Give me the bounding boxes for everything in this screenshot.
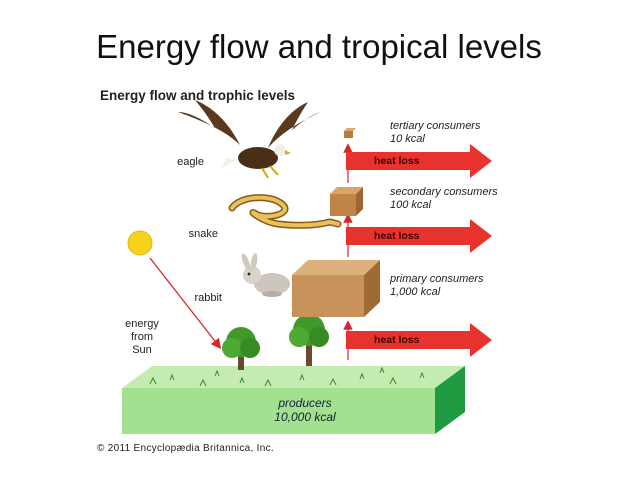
sun-icon — [127, 230, 153, 256]
heat-loss-arrow — [346, 219, 492, 253]
sun-energy-arrow — [149, 257, 222, 350]
level-name: tertiary consumers — [390, 120, 481, 132]
sun-label-line: Sun — [132, 344, 152, 356]
figure-title: Energy flow and trophic levels — [100, 88, 296, 103]
tertiary-energy-box — [344, 128, 356, 138]
tree-icon — [222, 327, 260, 370]
heat-loss-label: heat loss — [374, 155, 420, 167]
eagle-icon — [178, 100, 320, 179]
secondary-energy-box — [330, 187, 363, 216]
tertiary-level-label: tertiary consumers 10 kcal — [390, 120, 480, 146]
level-name: primary consumers — [390, 273, 484, 285]
heat-loss-arrow — [346, 323, 492, 357]
tree-icon — [289, 314, 329, 366]
producers-ground — [122, 366, 465, 434]
level-name: secondary consumers — [390, 186, 498, 198]
heat-loss-label: heat loss — [374, 230, 420, 242]
heat-loss-label: heat loss — [374, 334, 420, 346]
primary-energy-box — [292, 260, 380, 317]
copyright-notice: © 2011 Encyclopædia Britannica, Inc. — [97, 443, 274, 454]
eagle-label: eagle — [177, 156, 204, 168]
slide-title: Energy flow and tropical levels — [96, 28, 542, 65]
heat-loss-arrow — [346, 144, 492, 178]
level-energy: 1,000 kcal — [390, 286, 441, 298]
producers-name: producers — [278, 396, 332, 410]
level-energy: 100 kcal — [390, 199, 431, 211]
snake-icon — [228, 194, 342, 229]
secondary-level-label: secondary consumers 100 kcal — [390, 186, 498, 212]
producers-energy: 10,000 kcal — [274, 410, 336, 424]
primary-level-label: primary consumers 1,000 kcal — [390, 273, 484, 299]
level-energy: 10 kcal — [390, 133, 425, 145]
sun-label-line: energy — [125, 318, 159, 330]
rabbit-icon — [241, 253, 290, 297]
rabbit-label: rabbit — [194, 292, 222, 304]
energy-from-sun-label: energy from Sun — [112, 318, 172, 357]
producers-label: producers 10,000 kcal — [235, 396, 375, 424]
snake-label: snake — [188, 228, 218, 240]
sun-label-line: from — [131, 331, 153, 343]
